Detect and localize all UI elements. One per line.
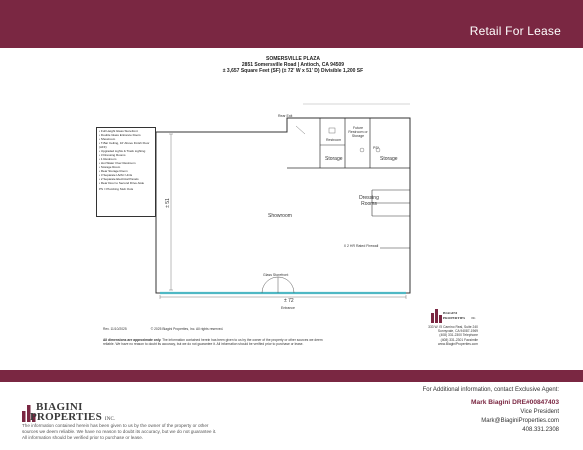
property-address: 2851 Somersville Road | Antioch, CA 9450… <box>241 62 345 68</box>
feature-item: • 1 Restroom <box>99 157 117 161</box>
rear-storage-label: Storage <box>380 156 398 162</box>
rear-exit-label: Rear Exit <box>278 114 293 118</box>
depth-dimension: ± 51 <box>164 198 171 208</box>
logo-inc: INC. <box>104 417 116 422</box>
approx-note-detail: The information contained herein has bee… <box>103 338 323 347</box>
plumbing-stub-label: PS* <box>373 146 380 150</box>
logo-properties-text: PROPERTIES <box>30 411 102 423</box>
feature-item: • Storage Room <box>99 165 121 169</box>
office-contact: 333 W. El Camino Real, Suite 240 Sunnyva… <box>398 325 478 346</box>
agent-phone[interactable]: 408.331.2308 <box>522 427 559 433</box>
agent-title: Vice President <box>520 409 559 415</box>
future-restroom-label: Future Restroom or Storage <box>348 126 368 138</box>
firewall-label: X 2 HR Rated Firewall <box>343 244 379 248</box>
dressing-rooms-label: Dressing Rooms <box>359 195 379 207</box>
feature-item: • 3 Separate HVAC Units <box>99 173 133 177</box>
feature-item: • Upgraded Lights & Track Lighting <box>99 149 146 153</box>
feature-item: • Rear Storage Room <box>99 169 128 173</box>
logo-word-properties: PROPERTIES INC. <box>30 411 116 423</box>
feature-item: • 3 Dressing Rooms <box>99 153 126 157</box>
feature-item: • T-Bar Ceiling, 10' Above Finish Floor … <box>99 141 150 149</box>
office-website-line: www.BiaginiProperties.com <box>438 341 478 346</box>
property-size: ± 3,657 Square Feet (SF) (± 72' W x 51' … <box>222 68 364 74</box>
feature-item: • Double Glass Entrance Doors <box>99 133 141 137</box>
disclaimer-text: The information contained herein has bee… <box>22 423 217 440</box>
storage-room-label: Storage <box>325 156 343 162</box>
feature-item: • Showroom <box>99 137 116 141</box>
office-city-line: Sunnyvale, CA 94087-1969 <box>437 329 478 334</box>
copyright-text: © 2025 Biagini Properties, Inc. All righ… <box>150 327 224 331</box>
entrance-label: Entrance <box>281 306 296 310</box>
property-name: SOMERSVILLE PLAZA <box>266 56 320 62</box>
agent-name: Mark Biagini DRE#00847403 <box>471 399 559 406</box>
biagini-mini-logo-icon <box>431 309 442 323</box>
footer-band <box>0 370 583 382</box>
floor-plan-heading: SOMERSVILLE PLAZA 2851 Somersville Road … <box>180 56 406 74</box>
office-phone-line: (408) 331-2300 Telephone <box>439 333 478 338</box>
feature-item: • Rear Door to Second Drive Aisle <box>99 181 145 185</box>
office-address-line: 333 W. El Camino Real, Suite 240 <box>428 325 478 329</box>
feature-item: • 2 Separate Electrical Panels <box>99 177 139 181</box>
biagini-logo-icon <box>22 405 36 422</box>
logo-word-biagini: BIAGINI <box>36 401 83 413</box>
storefront-label: Glass Storefront <box>263 273 289 277</box>
width-dimension: ± 72 <box>284 298 294 304</box>
restroom-label: Restroom <box>326 138 342 142</box>
page-title: Retail For Lease <box>469 24 561 38</box>
mini-logo-inc: INC. <box>471 317 476 320</box>
biagini-logo: BIAGINI PROPERTIES INC. <box>22 400 115 423</box>
office-fax-line: (408) 331-2301 Facsimile <box>440 337 478 342</box>
agent-contact: For Additional information, contact Excl… <box>359 387 559 435</box>
feature-item: • Full Height Glass Storefront <box>99 129 138 133</box>
agent-email[interactable]: Mark@BiaginiProperties.com <box>481 418 559 424</box>
mini-logo-word2: PROPERTIES <box>443 316 466 320</box>
header-band: Retail For Lease <box>0 0 583 48</box>
revision-date: Rev. 11/10/2025 <box>103 327 127 331</box>
contact-intro: For Additional information, contact Excl… <box>422 387 559 393</box>
showroom-label: Showroom <box>268 213 292 219</box>
approx-note: All dimensions are approximate only. <box>103 338 162 343</box>
feature-item: PS = Plumbing Stub Outs <box>99 187 134 191</box>
feature-item: • Hot Water Over Restroom <box>99 161 136 165</box>
features-list: • Full Height Glass Storefront • Double … <box>96 127 156 217</box>
drawing-footnotes: Rev. 11/10/2025 © 2025 Biagini Propertie… <box>103 327 328 347</box>
mini-logo-word1: BIAGINI <box>443 311 458 315</box>
